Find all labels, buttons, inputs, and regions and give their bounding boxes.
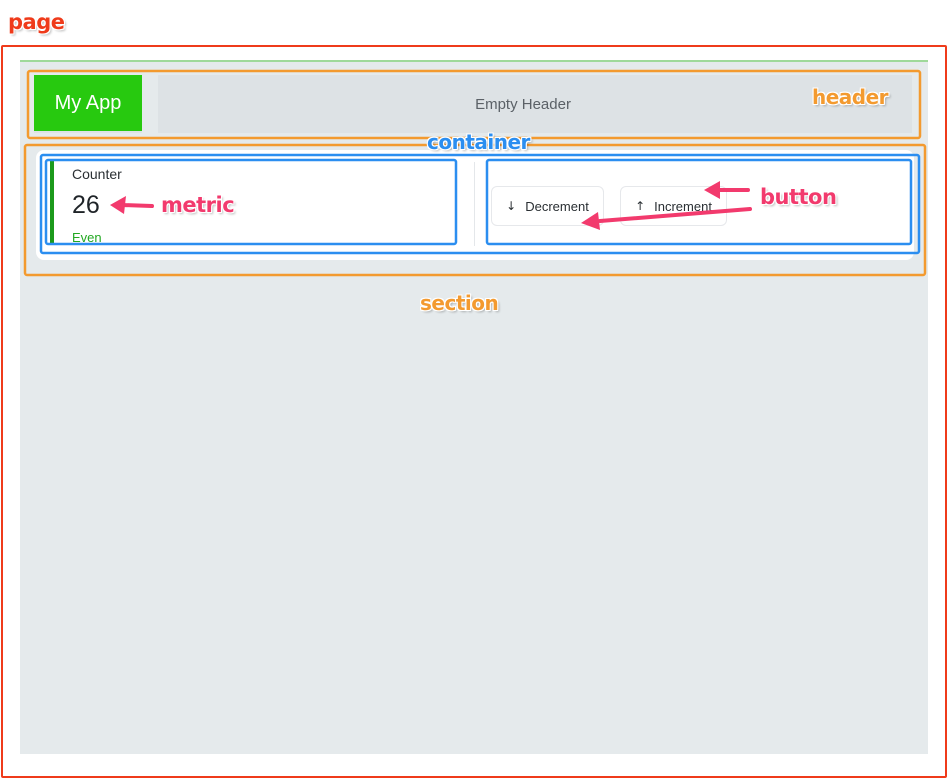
- container-annotation-label: container: [427, 130, 530, 154]
- button-annotation-label: button: [760, 185, 837, 209]
- canvas-top-border: [20, 60, 928, 62]
- header-title: Empty Header: [475, 95, 571, 113]
- arrow-down-icon: ↓: [506, 199, 517, 213]
- header-spacer: [142, 75, 158, 133]
- metric-label: Counter: [72, 166, 122, 182]
- counter-metric: Counter 26 Even: [50, 161, 454, 245]
- app-header: My App Empty Header: [34, 75, 912, 133]
- decrement-label: Decrement: [525, 198, 589, 214]
- metric-delta: Even: [72, 230, 102, 245]
- increment-label: Increment: [654, 198, 712, 214]
- page-annotation-box: [1, 45, 947, 778]
- metric-annotation-label: metric: [161, 193, 235, 217]
- page-annotation-label: page: [8, 10, 65, 34]
- metric-value: 26: [72, 191, 100, 219]
- increment-button[interactable]: ↑ Increment: [620, 186, 727, 226]
- decrement-button[interactable]: ↓ Decrement: [491, 186, 604, 226]
- app-logo[interactable]: My App: [34, 75, 142, 131]
- section-annotation-label: section: [420, 291, 499, 315]
- arrow-up-icon: ↑: [635, 199, 646, 213]
- header-annotation-label: header: [812, 85, 889, 109]
- column-divider: [474, 162, 475, 246]
